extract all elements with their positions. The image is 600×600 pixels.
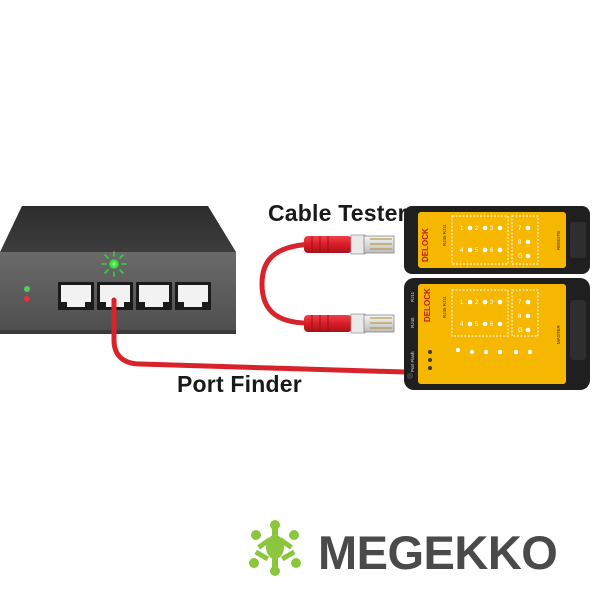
pin-led xyxy=(497,225,503,231)
port-finder-label: Port Finder xyxy=(177,371,302,397)
pin-led xyxy=(525,253,531,259)
pin-number: 7 xyxy=(518,300,522,306)
pin-number: 3 xyxy=(490,226,494,232)
master-model-label: RJ45 RJ11 xyxy=(442,296,447,318)
pin-number: 6 xyxy=(490,248,494,254)
pin-number: 8 xyxy=(518,314,522,320)
jack-label-rj45: RJ45 xyxy=(410,317,415,328)
remote-brand-logo: DELOCK xyxy=(421,228,430,262)
pin-led xyxy=(497,247,503,253)
remote-role-label: REMOTE xyxy=(556,231,561,250)
pin-led xyxy=(525,299,531,305)
pin-led xyxy=(525,313,531,319)
network-switch xyxy=(0,206,236,334)
megekko-frog-logo-icon xyxy=(249,520,301,576)
cable-tester-label: Cable Tester xyxy=(268,200,407,226)
master-brand-logo: DELOCK xyxy=(423,288,432,322)
logo-spacer xyxy=(252,523,310,581)
pin-led xyxy=(482,321,488,327)
master-pin-leds: 1 2 3 4 5 6 7 8G xyxy=(460,299,531,334)
pin-led xyxy=(497,321,503,327)
pin-number: 5 xyxy=(475,322,479,328)
master-role-label: MASTER xyxy=(556,324,561,344)
switch-top-face xyxy=(0,206,236,252)
patch-connector-bottom xyxy=(304,313,395,334)
pin-led xyxy=(482,247,488,253)
ethernet-port xyxy=(175,282,211,310)
patch-connector-top xyxy=(304,234,395,255)
pin-led xyxy=(467,225,473,231)
jack-label-rj11: RJ11 xyxy=(410,291,415,302)
pin-number: 4 xyxy=(460,322,464,328)
activity-led-icon xyxy=(24,296,30,302)
pin-number: 2 xyxy=(475,300,479,306)
remote-pin-leds: 1 2 3 4 5 6 7 8G xyxy=(460,225,531,260)
pin-number: 8 xyxy=(518,240,522,246)
ethernet-port xyxy=(58,282,94,310)
master-tester-unit: RJ11 RJ45 Port Flash DELOCK RJ45 RJ11 1 2… xyxy=(404,278,590,390)
pin-led xyxy=(467,299,473,305)
port-finder-cable xyxy=(111,297,407,375)
pin-number: 3 xyxy=(490,300,494,306)
pin-number: G xyxy=(518,254,523,260)
pin-number: 4 xyxy=(460,248,464,254)
power-switch-icon xyxy=(405,371,415,381)
pin-led xyxy=(497,299,503,305)
pin-led xyxy=(482,299,488,305)
port-flash-label: Port Flash xyxy=(410,351,415,372)
pin-led xyxy=(525,327,531,333)
remote-model-label: RJ45 RJ11 xyxy=(442,224,447,246)
pin-number: 2 xyxy=(475,226,479,232)
port-flash-indicator-icon xyxy=(101,251,127,277)
switch-bottom-edge xyxy=(0,330,236,334)
pin-led xyxy=(467,321,473,327)
pin-led xyxy=(525,225,531,231)
mode-indicator-leds xyxy=(428,347,533,370)
ethernet-port xyxy=(136,282,172,310)
patch-cable-loop xyxy=(259,241,315,326)
pin-number: 1 xyxy=(460,300,464,306)
pin-number: 1 xyxy=(460,226,464,232)
pin-number: 6 xyxy=(490,322,494,328)
power-led-icon xyxy=(24,286,30,292)
cables xyxy=(111,241,407,375)
pin-number: 7 xyxy=(518,226,522,232)
pin-number: 5 xyxy=(475,248,479,254)
megekko-watermark: MEGEKKO xyxy=(252,517,558,587)
brand-name: MEGEKKO xyxy=(318,525,558,579)
pin-led xyxy=(482,225,488,231)
remote-tester-unit: DELOCK RJ45 RJ11 1 2 3 4 5 6 7 8G REMOTE xyxy=(404,206,590,274)
pin-led xyxy=(525,239,531,245)
pin-number: G xyxy=(518,328,523,334)
pin-led xyxy=(467,247,473,253)
